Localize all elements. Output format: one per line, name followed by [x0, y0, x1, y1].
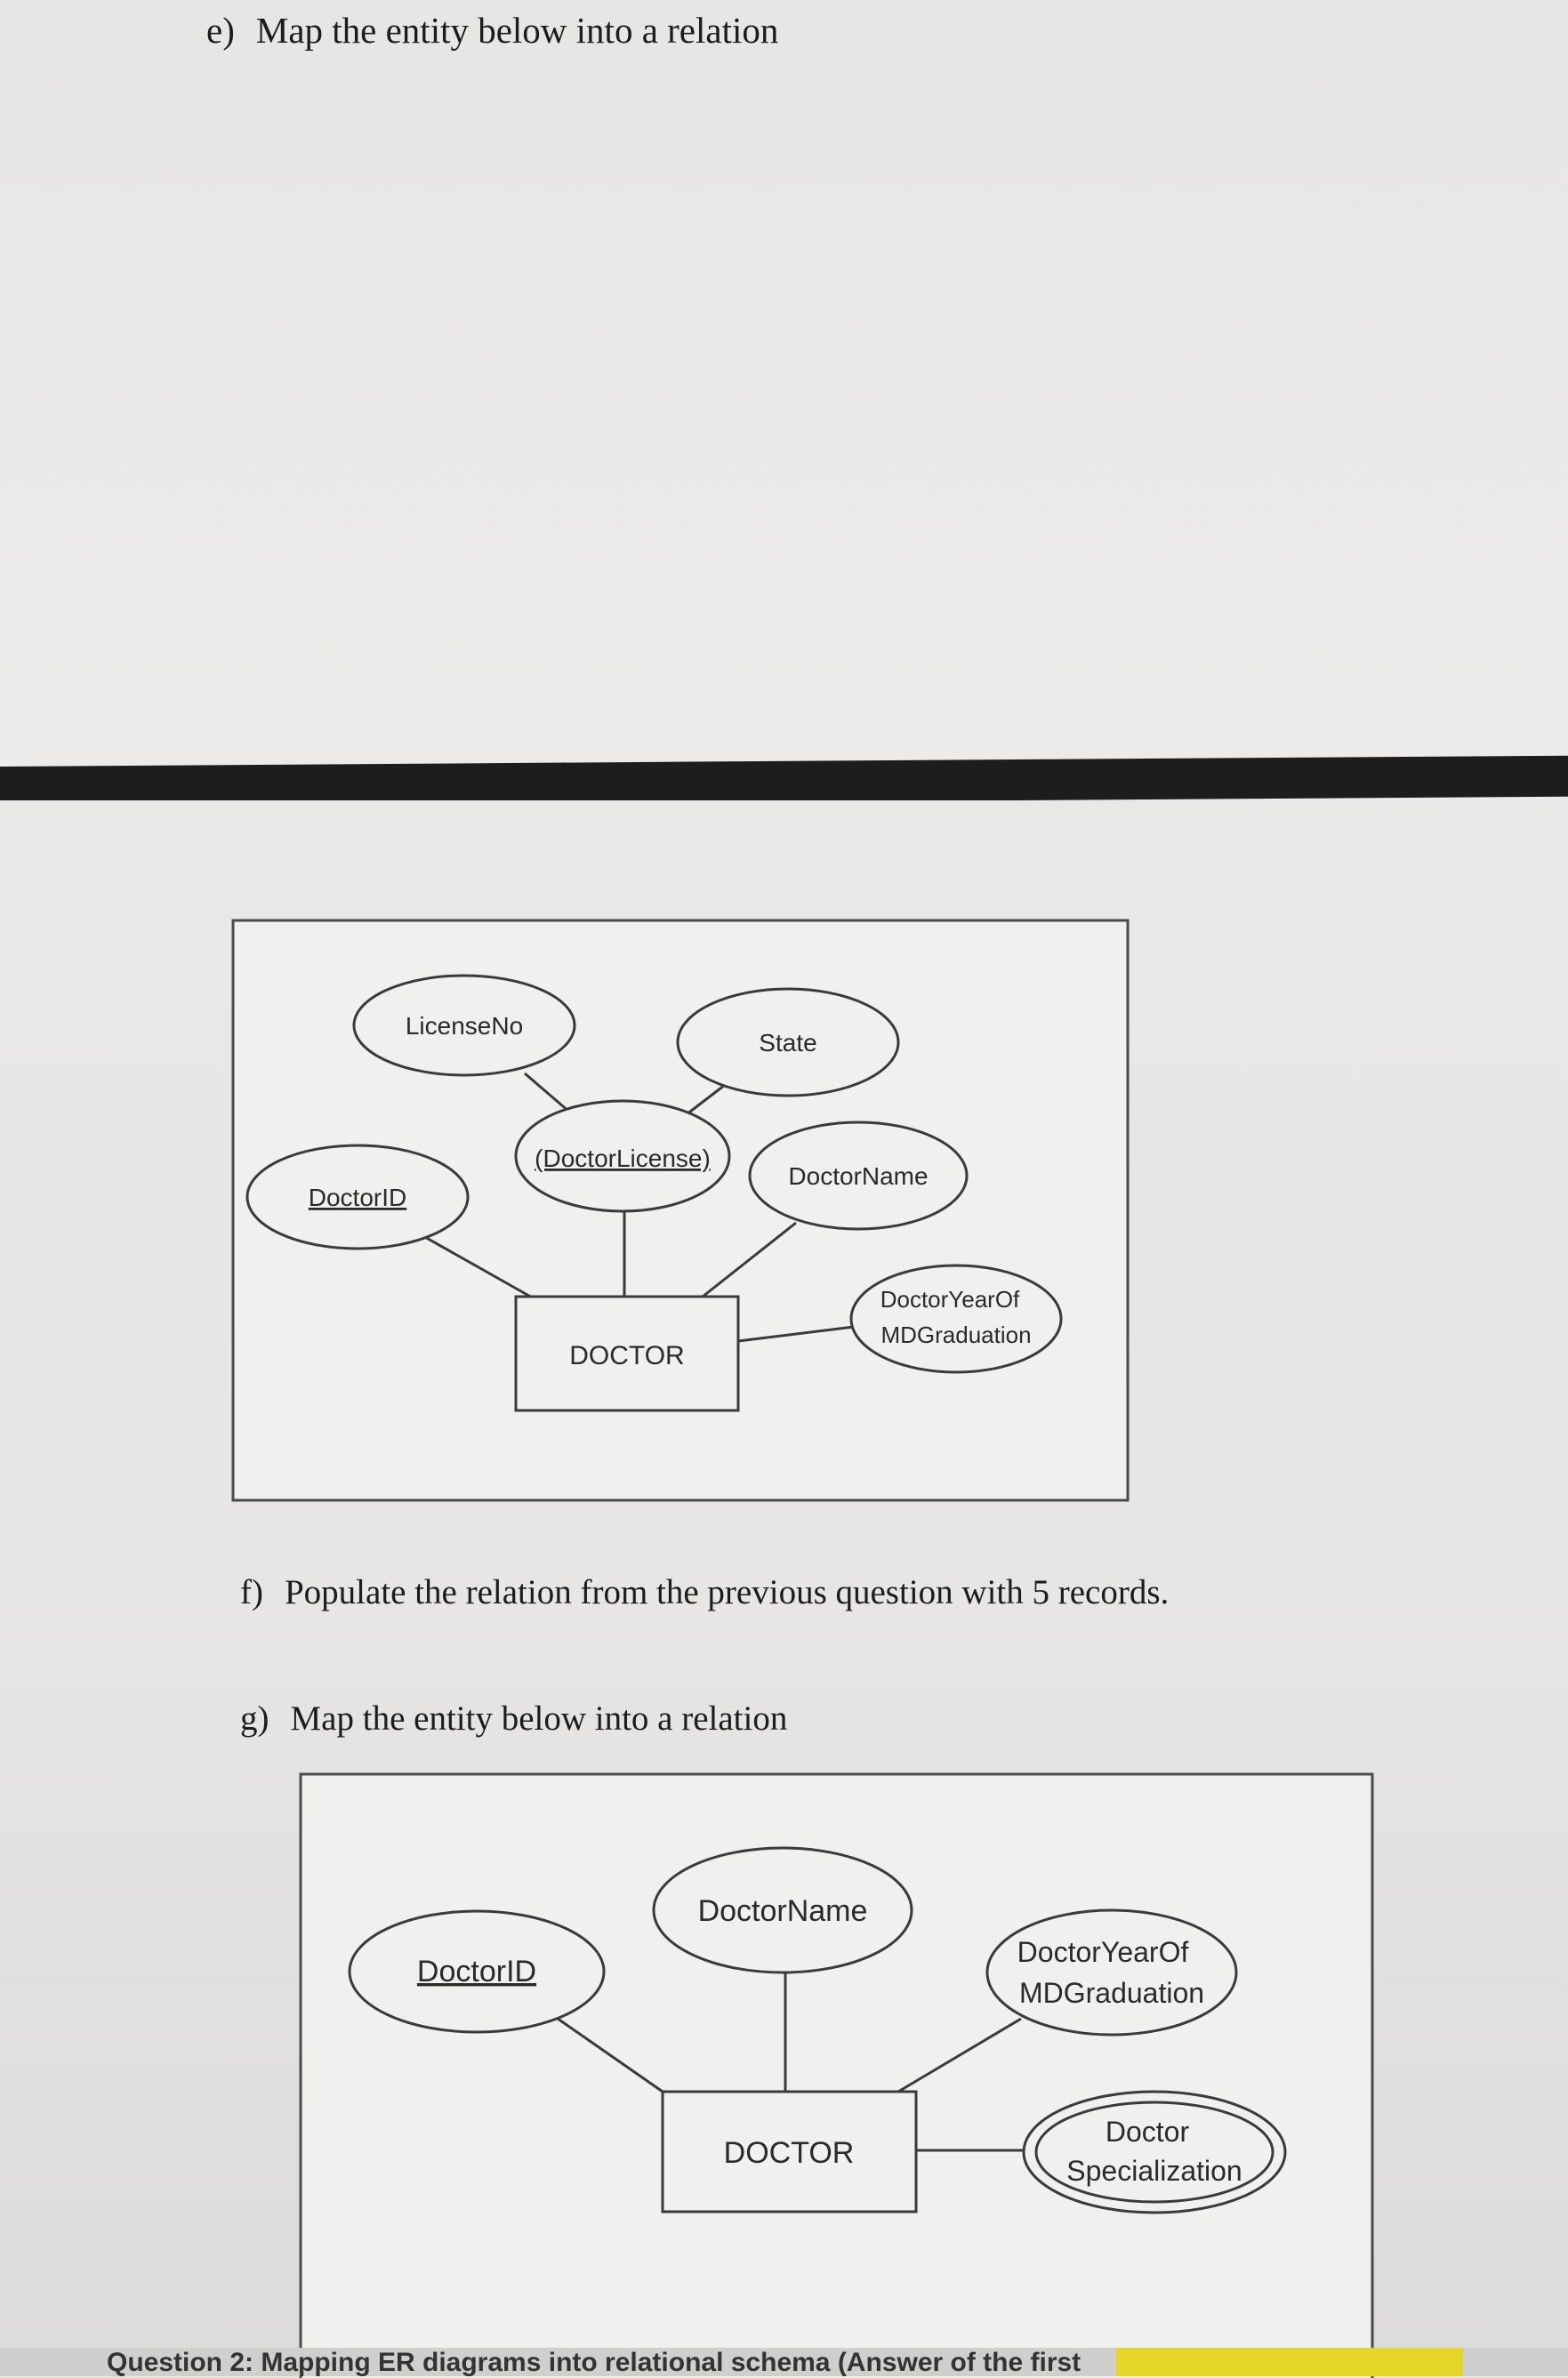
attribute-yearofmdgraduation-2	[985, 1908, 1238, 2037]
connector-licenseno	[524, 1072, 570, 1113]
attribute-doctorid	[245, 1144, 470, 1250]
attribute-year-line2: MDGraduation	[880, 1322, 1031, 1348]
attribute-doctorname	[748, 1121, 969, 1231]
er-diagram-2: DoctorID DoctorName DoctorYearOf MDGradu…	[299, 1772, 1374, 2378]
connector-year-2	[897, 2017, 1022, 2093]
entity-doctor-2-label: DOCTOR	[724, 2136, 855, 2170]
question-f: f) Populate the relation from the previou…	[240, 1572, 1169, 1612]
entity-doctor-2	[661, 2090, 918, 2213]
attribute-doctorid-2	[348, 1909, 606, 2034]
attribute-state-label: State	[759, 1029, 816, 1056]
attribute-doctorname-2	[652, 1846, 913, 1974]
attribute-doctorlicense	[514, 1099, 731, 1213]
text-highlight	[1116, 2348, 1463, 2376]
connector-doctorid-2	[551, 2012, 663, 2093]
attribute-specialization-inner	[1034, 2101, 1275, 2204]
connector-doctorid	[422, 1234, 535, 1300]
attribute-licenseno	[352, 974, 576, 1077]
attribute-year-2-line1: DoctorYearOf	[1017, 1936, 1189, 1968]
question-f-label: f)	[240, 1573, 263, 1611]
entity-doctor-label: DOCTOR	[569, 1341, 684, 1370]
question-e-label: e)	[206, 10, 235, 51]
entity-doctor	[514, 1295, 740, 1412]
attribute-doctorname-2-label: DoctorName	[698, 1894, 868, 1928]
attribute-doctorid-label: DoctorID	[309, 1184, 406, 1211]
connector-year	[737, 1325, 855, 1343]
attribute-year-2-line2: MDGraduation	[1019, 1977, 1204, 2009]
attribute-doctorname-label: DoctorName	[788, 1162, 928, 1190]
attribute-year-line1: DoctorYearOf	[880, 1286, 1020, 1313]
footer-question-2: Question 2: Mapping ER diagrams into rel…	[107, 2348, 1082, 2377]
er-diagram-1: LicenseNo State (DoctorLicense) DoctorID…	[231, 919, 1130, 1502]
connector-doctorname	[702, 1221, 797, 1298]
attribute-licenseno-label: LicenseNo	[406, 1012, 523, 1040]
question-f-text: Populate the relation from the previous …	[284, 1573, 1170, 1611]
attribute-yearofmdgraduation	[849, 1264, 1063, 1374]
question-g-label: g)	[240, 1699, 269, 1738]
connector-state	[686, 1083, 726, 1116]
attribute-state	[676, 987, 900, 1097]
question-g-text: Map the entity below into a relation	[290, 1699, 788, 1738]
question-e: e) Map the entity below into a relation	[206, 9, 778, 52]
attribute-doctorlicense-label: (DoctorLicense)	[535, 1145, 711, 1172]
attribute-spec-line2: Specialization	[1066, 2155, 1242, 2187]
attribute-doctorid-2-label: DoctorID	[417, 1955, 536, 1988]
question-g: g) Map the entity below into a relation	[240, 1699, 787, 1739]
attribute-spec-line1: Doctor	[1106, 2116, 1190, 2148]
question-e-text: Map the entity below into a relation	[255, 10, 779, 51]
attribute-specialization-multivalued	[1022, 2090, 1287, 2214]
